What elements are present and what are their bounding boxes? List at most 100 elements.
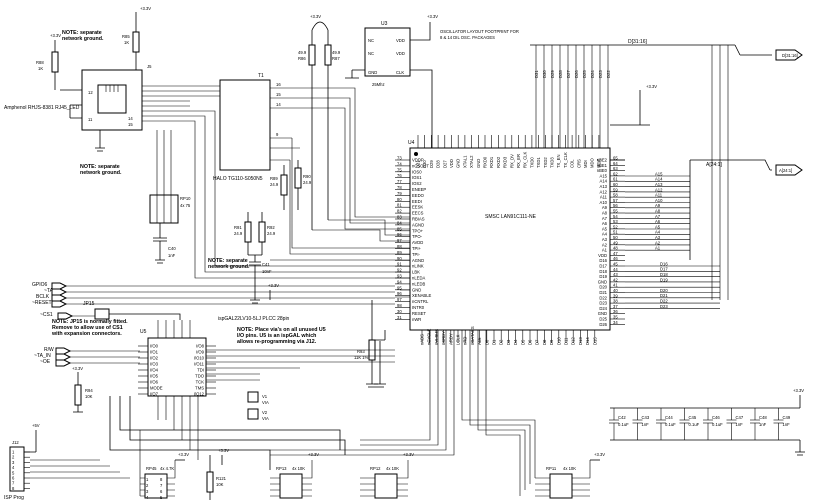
- r87-val: 49.9: [332, 50, 341, 55]
- u4-right-pin-label: A5: [602, 226, 608, 231]
- data-net-label: D19: [660, 277, 668, 282]
- u4-top-pin-label: TXD3: [550, 157, 555, 168]
- u4-right-pin-label: A12: [600, 189, 608, 194]
- cap-ref: C46: [712, 415, 720, 420]
- u4-right-pin-label: A6: [602, 221, 608, 226]
- t1-pin-14: 14: [276, 102, 281, 107]
- u4-bottom-pin-label: nVLBUS: [434, 329, 439, 345]
- u4-right-pin-label: A14: [600, 179, 608, 184]
- u4-right-pin-label: A3: [602, 237, 608, 242]
- u4-top-pin-label: RXD1: [489, 156, 494, 168]
- bus-a-label: A[24:1]: [706, 162, 722, 168]
- u4-top-pin-label: XTAL2: [469, 155, 474, 168]
- u4-left-pin-label: EEDO: [412, 193, 425, 198]
- data-net-label: D22: [660, 299, 668, 304]
- j12-v5: +5V: [32, 423, 40, 428]
- resistor-r90: R90 24.9: [294, 160, 312, 210]
- lan-controller-u4: U4 SMSC LAN91C111-NE VDDP73nCSOUT74IOS07…: [395, 135, 625, 345]
- cap-ref: C42: [618, 415, 626, 420]
- r86-87-vcc: +3.3V: [310, 14, 321, 19]
- u4-bottom-pin-label: nRD: [463, 337, 468, 345]
- r121-ref: R121: [216, 476, 227, 481]
- rj45-part: Amphenol RHJS-8381 RJ45_LED: [4, 105, 80, 111]
- u4-bottom-pin-label: D2: [499, 339, 504, 345]
- r88-vcc: +3.3V: [50, 33, 61, 38]
- u4-ref: U4: [408, 140, 415, 146]
- data-net-label: D23: [660, 304, 668, 309]
- sig-oe: ~OE: [40, 359, 51, 365]
- u4-top-pin-label: GND: [476, 159, 481, 168]
- u4-right-pin-label: A10: [600, 200, 608, 205]
- u4-right-pin-label: D19: [599, 274, 607, 279]
- r121-val: 10K: [216, 482, 224, 487]
- u4-left-pin-number: 87: [397, 238, 402, 243]
- u4-right-pin-label: D22: [599, 295, 607, 300]
- cap-ref: C48: [759, 415, 767, 420]
- u4-bottom-pin-label: D10: [556, 337, 561, 345]
- u4-power: +3.3V +3.3V: [268, 84, 657, 300]
- u4-top-pin-label: MDC: [596, 158, 601, 168]
- u4-right-pin-number: 62: [613, 171, 618, 176]
- u4-right-pin-label: A7: [602, 216, 608, 221]
- note-5-b: I/O pins. U5 is an ispGAL which: [237, 333, 316, 339]
- c40-ref: C40: [168, 246, 176, 251]
- u4-top-pin-label: RX_CLK: [523, 152, 528, 168]
- u4-right-pin-label: GND: [598, 311, 607, 316]
- u4-left-pin-number: 97: [397, 297, 402, 302]
- u4-right-pin-number: 42: [613, 277, 618, 282]
- address-net-label: A13: [655, 182, 663, 187]
- u4-left-pin-number: 74: [397, 161, 402, 166]
- sig-reset: ~RESET: [32, 300, 52, 306]
- osc-pin-r2: VDD: [396, 51, 405, 56]
- v1-type: VIA: [262, 400, 269, 405]
- rj45-connector-j5: J5 12 11 14 15 Amphenol RHJS-8381 RJ45_L…: [4, 30, 220, 176]
- u4-top-pin-label: RX_ER: [516, 154, 521, 168]
- u4-left-pin-label: nCNTRL: [412, 299, 429, 304]
- cap-value: 0.1uF: [689, 422, 700, 427]
- rj45-pin-14: 14: [128, 116, 133, 121]
- u4-right-pin-number: 52: [613, 224, 618, 229]
- u4-bottom-pin-label: D5: [520, 339, 525, 345]
- u4-left-pin-number: 75: [397, 167, 402, 172]
- u5-right-pin-label: TDI: [197, 368, 204, 373]
- r88-val: 1K: [38, 66, 43, 71]
- rp12-val: 4x 10K: [386, 466, 399, 471]
- u4-bottom-pin-label: D11: [564, 337, 569, 345]
- r89-val: 24.9: [270, 182, 279, 187]
- r90-val: 24.9: [303, 180, 312, 185]
- u4-right-pin-number: 45: [613, 262, 618, 267]
- address-net-label: A1: [655, 246, 661, 251]
- rp45-pin-2: 2: [146, 483, 149, 488]
- resistor-r89: R89 24.9: [270, 165, 288, 210]
- rp45-pin-4: 4: [146, 495, 149, 500]
- r94-val: 10K: [85, 394, 93, 399]
- r86-ref: R86: [298, 56, 306, 61]
- address-net-label: A14: [655, 177, 663, 182]
- note-5-a: NOTE: Place via's on all unused U5: [237, 327, 326, 333]
- u4-right-pin-label: D20: [599, 285, 607, 290]
- address-net-label: A10: [655, 198, 663, 203]
- address-net-label: A4: [655, 230, 661, 235]
- resistor-r88: R88 1K +3.3V: [36, 33, 61, 90]
- osc-freq: 25Mhz: [372, 82, 385, 87]
- cap-ref: C49: [783, 415, 791, 420]
- rp45-pin-6: 6: [160, 489, 163, 494]
- u4-left-pin-number: 95: [397, 285, 402, 290]
- u4-left-pin-number: 94: [397, 279, 402, 284]
- u4-top-pin-label: TXD1: [536, 157, 541, 168]
- rp45-pin-8: 8: [160, 477, 163, 482]
- u5-left-pin-label: I/O5: [150, 374, 159, 379]
- u4-left-pin-number: 91: [397, 262, 402, 267]
- u4-right-pin-number: 41: [613, 283, 618, 288]
- u4-left-pin-label: LBK: [412, 270, 420, 275]
- u4-right-pin-label: nBE2: [597, 158, 608, 163]
- u4-right-pin-number: 39: [613, 293, 618, 298]
- u4-left-pin-label: ENEEP: [412, 187, 426, 192]
- u4-right-pin-number: 57: [613, 198, 618, 203]
- jp15-ref: JP15: [83, 301, 95, 307]
- u4-top-pin-label: RXD3: [503, 156, 508, 168]
- address-net-label: A15: [655, 171, 663, 176]
- u4-right-pin-number: 50: [613, 235, 618, 240]
- u4-bottom-pin-label: LCLK: [456, 334, 461, 345]
